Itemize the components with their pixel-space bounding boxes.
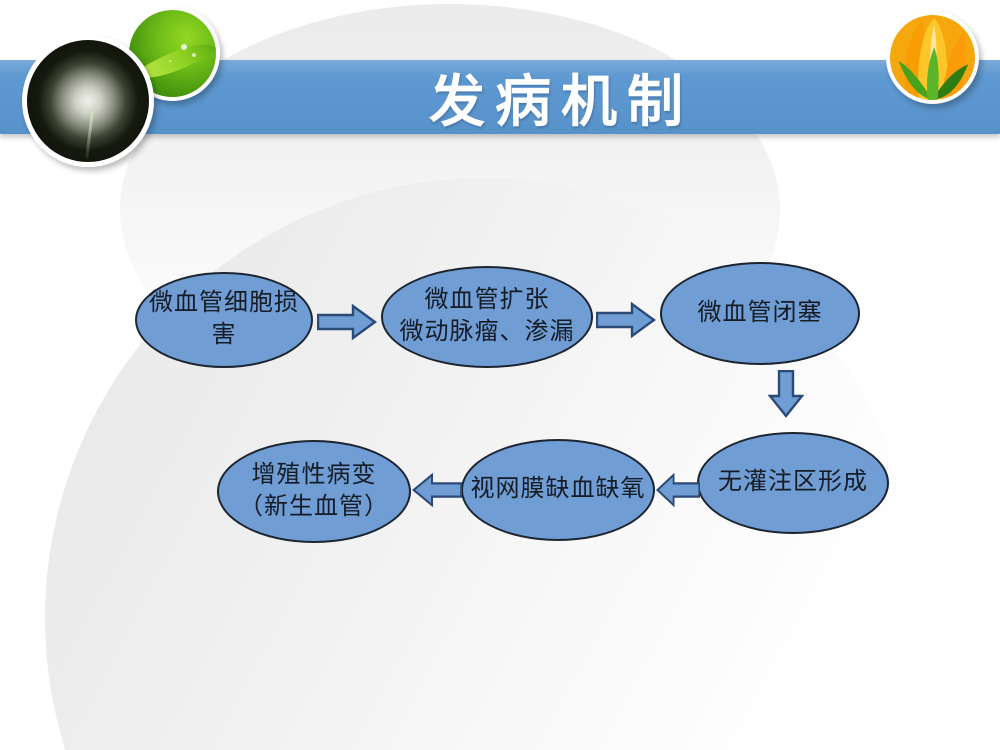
- flow-node-proliferative-change: 增殖性病变 （新生血管）: [217, 440, 411, 543]
- flow-node-dilation-leakage: 微血管扩张 微动脉瘤、渗漏: [381, 266, 593, 368]
- node-label: 微血管闭塞: [697, 299, 823, 326]
- node-label: 视网膜缺血缺氧: [470, 476, 646, 503]
- flow-node-occlusion: 微血管闭塞: [660, 262, 860, 365]
- tulip-illustration: [890, 15, 975, 100]
- dandelion-photo: [22, 35, 154, 167]
- flow-node-nonperfusion: 无灌注区形成: [697, 432, 889, 534]
- flow-arrow-right-1: [317, 304, 377, 340]
- node-label: 增殖性病变 （新生血管）: [239, 461, 389, 520]
- node-label: 微血管扩张 微动脉瘤、渗漏: [399, 287, 575, 345]
- node-label: 无灌注区形成: [718, 469, 868, 496]
- slide-title: 发病机制: [429, 68, 693, 135]
- flow-arrow-left-1: [656, 473, 700, 507]
- flow-arrow-left-2: [412, 473, 462, 507]
- flow-node-ischemia-hypoxia: 视网膜缺血缺氧: [461, 439, 655, 541]
- flow-arrow-down: [768, 370, 804, 418]
- flow-node-cell-damage: 微血管细胞损害: [135, 272, 313, 368]
- tulip-photo: [886, 11, 979, 104]
- node-label: 微血管细胞损害: [149, 290, 299, 348]
- flow-arrow-right-2: [596, 302, 656, 338]
